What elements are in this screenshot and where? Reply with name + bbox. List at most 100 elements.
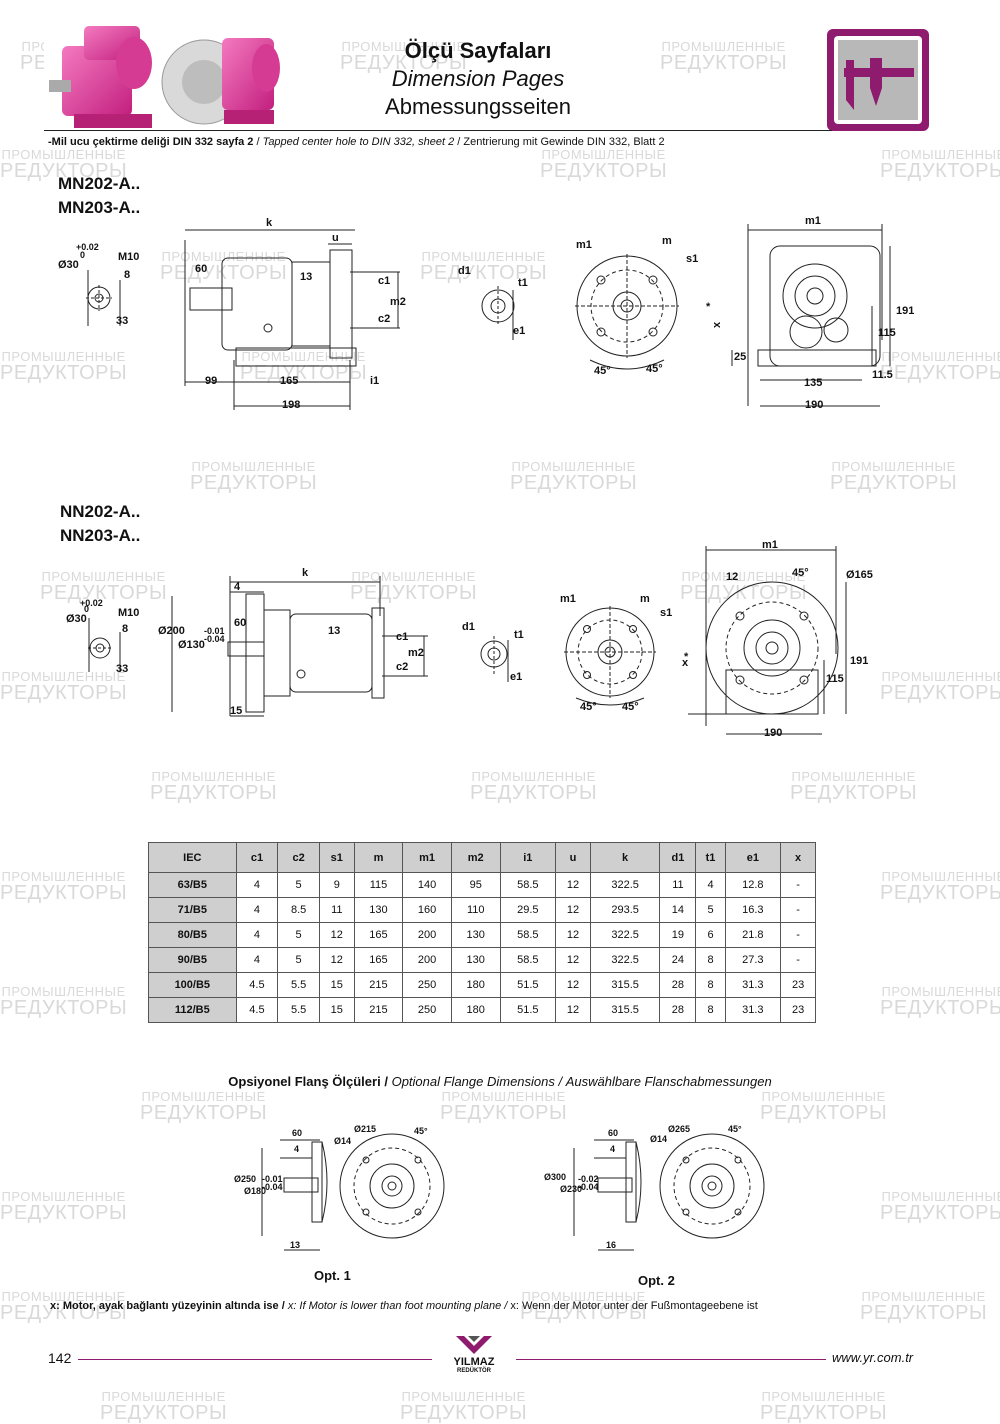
svg-text:33: 33 [116,315,128,327]
column-header: c2 [277,842,320,873]
table-cell: 95 [450,872,501,898]
svg-text:Ø180: Ø180 [244,1186,266,1196]
title-tr: Ölçü Sayfaları [404,38,552,63]
table-cell: 12 [318,947,355,973]
table-cell: 11 [318,897,355,923]
table-cell: 12 [555,972,591,998]
table-cell: - [780,947,816,973]
table-cell: 23 [780,997,816,1023]
svg-text:Ø250: Ø250 [234,1174,256,1184]
svg-text:+0.02: +0.02 [76,242,99,252]
svg-text:Ø30: Ø30 [58,259,79,271]
table-cell: 4 [235,872,279,898]
svg-text:d1: d1 [458,265,471,277]
table-cell: 16.3 [724,897,782,923]
svg-text:s1: s1 [686,253,698,265]
svg-text:m2: m2 [408,647,424,659]
svg-text:-0.04: -0.04 [262,1182,283,1192]
table-cell: 58.5 [499,872,557,898]
website-link[interactable]: www.yr.com.tr [832,1350,914,1365]
svg-text:s1: s1 [660,607,672,619]
svg-text:33: 33 [116,663,128,675]
header-rule [44,130,832,131]
nn-drawings: +0.02 0 Ø30 M10 8 33 k 4 Ø200 Ø130 -0.01… [66,539,873,739]
svg-text:m1: m1 [576,239,592,251]
table-cell: 5 [277,922,320,948]
optional-flange-title: Opsiyonel Flanş Ölçüleri / Optional Flan… [228,1074,772,1089]
svg-text:191: 191 [896,305,914,317]
table-cell: 8 [695,997,726,1023]
column-header: x [780,842,816,873]
svg-text:45°: 45° [414,1126,428,1136]
table-cell: 130 [450,922,501,948]
footnote: x: Motor, ayak bağlantı yüzeyinin altınd… [50,1300,758,1312]
svg-text:c2: c2 [396,661,408,673]
svg-text:m: m [640,593,650,605]
svg-text:190: 190 [805,399,823,411]
table-cell: - [780,897,816,923]
model-mn203: MN203-A.. [58,198,141,217]
table-cell: 115 [353,872,404,898]
column-header: s1 [318,842,355,873]
svg-text:60: 60 [292,1128,302,1138]
svg-text:165: 165 [280,375,298,387]
table-cell: 14 [659,897,697,923]
table-cell: 4 [235,947,279,973]
svg-text:4: 4 [610,1144,615,1154]
table-cell: 29.5 [499,897,557,923]
table-cell: 5.5 [277,972,320,998]
note-de: Zentrierung mit Gewinde DIN 332, Blatt 2 [463,136,665,148]
table-cell: 215 [353,997,404,1023]
brand-subname: REDÜKTÖR [457,1368,491,1374]
svg-text:k: k [266,217,273,229]
svg-text:45°: 45° [728,1124,742,1134]
model-nn203: NN203-A.. [60,526,141,545]
table-cell: 322.5 [589,872,661,898]
svg-text:m: m [662,235,672,247]
table-cell: 12 [318,922,355,948]
svg-text:t1: t1 [514,629,524,641]
model-nn202: NN202-A.. [60,502,141,521]
svg-text:x: x [711,321,723,328]
iec-cell: 71/B5 [148,897,237,923]
svg-text:25: 25 [734,351,746,363]
svg-text:-0.04: -0.04 [578,1182,599,1192]
table-cell: 250 [402,997,452,1023]
svg-text:m1: m1 [762,539,778,551]
table-cell: 28 [659,997,697,1023]
svg-text:m1: m1 [805,215,821,227]
svg-text:Ø200: Ø200 [158,625,185,637]
svg-text:198: 198 [282,399,300,411]
column-header: c1 [235,842,279,873]
table-cell: 130 [353,897,404,923]
column-header: t1 [695,842,726,873]
table-cell: 322.5 [589,922,661,948]
table-cell: 28 [659,972,697,998]
svg-text:4: 4 [234,581,241,593]
table-cell: 51.5 [499,972,557,998]
product-image [44,18,284,138]
svg-text:16: 16 [606,1240,616,1250]
svg-text:c1: c1 [396,631,408,643]
table-cell: 31.3 [724,997,782,1023]
table-cell: 12 [555,872,591,898]
table-cell: 12 [555,922,591,948]
table-cell: 12 [555,997,591,1023]
svg-text:Ø300: Ø300 [544,1172,566,1182]
table-cell: 165 [353,947,404,973]
svg-text:M10: M10 [118,607,139,619]
svg-text:12: 12 [726,571,738,583]
table-cell: 31.3 [724,972,782,998]
table-cell: 5.5 [277,997,320,1023]
table-cell: 58.5 [499,922,557,948]
